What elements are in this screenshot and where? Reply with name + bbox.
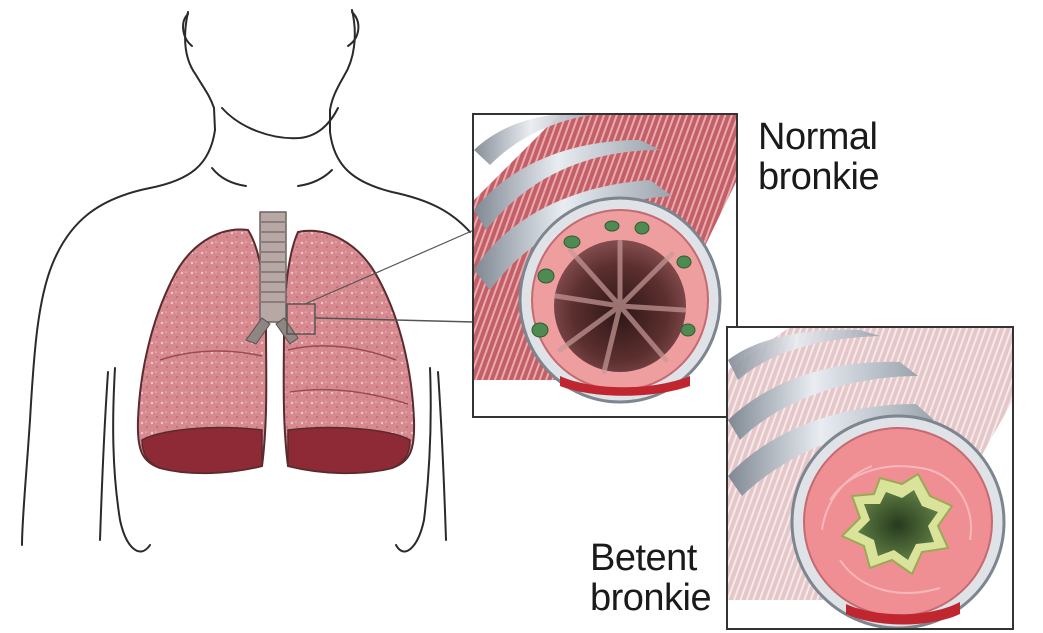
gland — [532, 323, 548, 337]
gland — [538, 269, 554, 283]
gland — [605, 221, 619, 231]
label-blocked-line1: Betent — [590, 538, 711, 578]
shoulder-right — [330, 132, 470, 232]
arm-right-outer — [438, 372, 446, 540]
chin — [222, 108, 338, 138]
label-normal-bronchus: Normal bronkie — [758, 117, 879, 197]
normal-bronchus-inset — [473, 114, 737, 417]
gland — [635, 222, 649, 234]
clavicle-right — [298, 170, 332, 186]
blocked-bronchus-inset — [727, 327, 1013, 629]
head-outline — [185, 12, 215, 130]
gland — [564, 236, 580, 248]
label-normal-line1: Normal — [758, 117, 879, 157]
label-normal-line2: bronkie — [758, 157, 879, 197]
gland — [677, 256, 691, 268]
lung-left-base — [142, 428, 262, 473]
label-blocked-bronchus: Betent bronkie — [590, 538, 711, 618]
gland — [681, 324, 695, 336]
label-blocked-line2: bronkie — [590, 578, 711, 618]
arm-left-outer — [100, 372, 108, 540]
lung-right-base — [288, 428, 410, 473]
clavicle-left — [212, 168, 246, 186]
